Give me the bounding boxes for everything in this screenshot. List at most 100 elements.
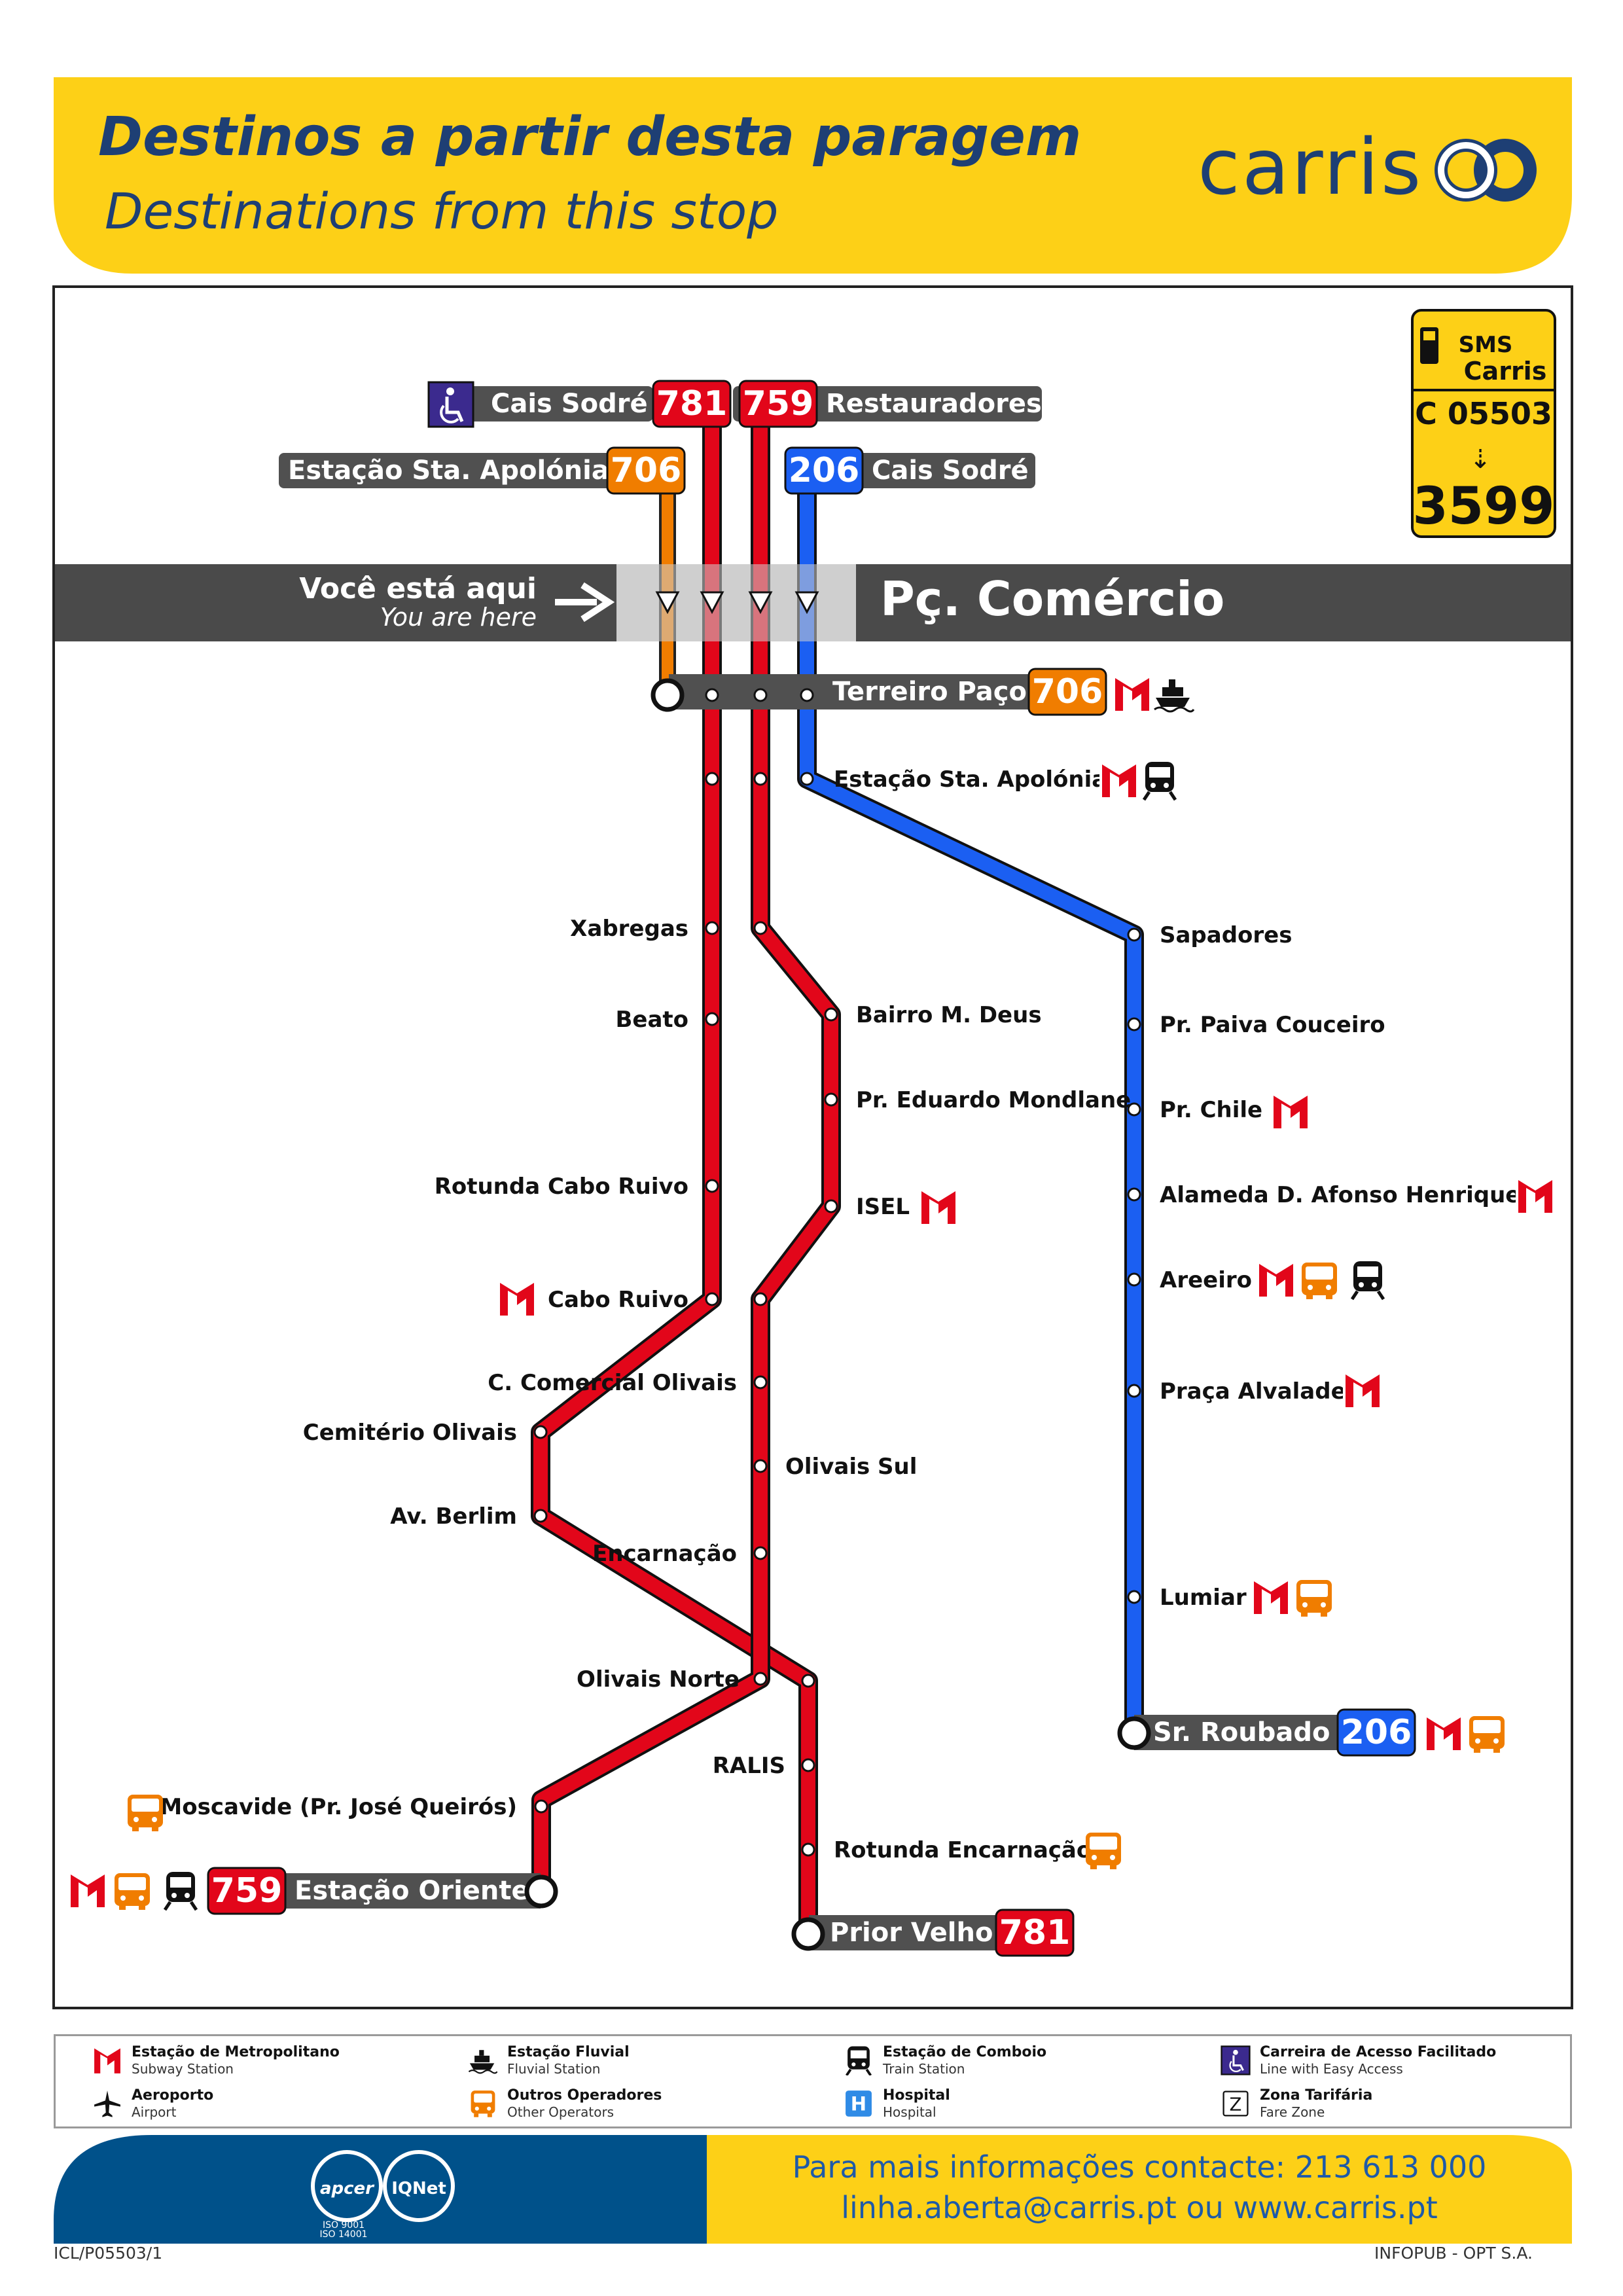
stop-sta-apolonia: Estação Sta. Apolónia	[834, 766, 1107, 793]
stop-encarnacao: Encarnação	[592, 1541, 737, 1567]
bus-icon	[1469, 1716, 1505, 1753]
stop-rotunda-cabo-ruivo: Rotunda Cabo Ruivo	[435, 1174, 688, 1200]
svg-text:Prior Velho: Prior Velho	[830, 1918, 993, 1948]
header-banner	[54, 77, 1572, 274]
terminus-terreiro-paco: Terreiro Paço 706	[669, 668, 1107, 716]
contact-info: Para mais informações contacte: 213 613 …	[707, 2147, 1572, 2228]
stop-cabo-ruivo: Cabo Ruivo	[548, 1287, 688, 1313]
airplane-icon	[94, 2090, 120, 2117]
title-portuguese: Destinos a partir desta paragem	[98, 106, 1082, 168]
metro-icon	[1343, 1371, 1382, 1410]
sms-stop-code: C 05503	[1415, 396, 1552, 431]
print-credit: INFOPUB - OPT S.A.	[1374, 2244, 1533, 2263]
bus-icon	[115, 1873, 150, 1910]
terminus-prior-velho: Prior Velho 781	[809, 1909, 1075, 1957]
stop-beato: Beato	[615, 1007, 688, 1033]
terminus-markers	[524, 678, 1151, 1951]
bus-icon	[471, 2090, 495, 2117]
stop-dots	[533, 688, 1141, 1857]
svg-text:Cais Sodré: Cais Sodré	[872, 456, 1029, 486]
stop-areeiro: Areeiro	[1160, 1267, 1252, 1293]
sms-number: 3599	[1412, 477, 1554, 536]
svg-text:Estação Sta. Apolónia: Estação Sta. Apolónia	[288, 456, 609, 486]
bus-icon	[128, 1795, 163, 1831]
svg-text:Estação Oriente: Estação Oriente	[294, 1876, 529, 1906]
svg-text:206: 206	[1341, 1713, 1412, 1752]
metro-icon	[1516, 1176, 1555, 1215]
route-759-badge: 759	[743, 384, 814, 423]
metro-icon	[919, 1187, 958, 1227]
destination-759: 759 Restauradores	[733, 380, 1042, 428]
svg-text:Z: Z	[1230, 2094, 1242, 2115]
iqnet-logo: IQNet	[391, 2179, 446, 2198]
stop-xabregas: Xabregas	[570, 916, 688, 942]
terminus-sr-roubado: Sr. Roubado 206	[1134, 1708, 1416, 1757]
route-diagram: SMS Carris C 05503 ⇣ 3599	[52, 285, 1573, 2009]
sms-panel: SMS Carris C 05503 ⇣ 3599	[1411, 309, 1556, 538]
stop-praca-alvalade: Praça Alvalade	[1160, 1378, 1346, 1405]
ferry-icon	[468, 2050, 498, 2074]
stop-paiva-couceiro: Pr. Paiva Couceiro	[1160, 1012, 1385, 1038]
stop-ralis: RALIS	[713, 1753, 785, 1779]
metro-icon	[1099, 761, 1139, 800]
contact-web[interactable]: linha.aberta@carris.pt ou www.carris.pt	[841, 2190, 1438, 2225]
metro-icon	[1424, 1713, 1463, 1753]
svg-text:706: 706	[1032, 672, 1103, 711]
destination-206: 206 Cais Sodré	[784, 446, 1035, 495]
sms-carris-label: Carris	[1464, 357, 1547, 386]
route-706-badge: 706	[611, 451, 682, 490]
stop-eduardo-mondlane: Pr. Eduardo Mondlane	[856, 1087, 1131, 1113]
stop-rotunda-encarnacao: Rotunda Encarnação	[834, 1837, 1092, 1863]
you-are-here-pt: Você está aqui	[299, 572, 537, 605]
destination-781: Cais Sodré 781	[427, 380, 732, 428]
mobile-phone-icon	[1420, 327, 1438, 364]
stop-cemiterio-olivais: Cemitério Olivais	[303, 1420, 517, 1446]
bus-icon	[1086, 1833, 1121, 1869]
metro-icon	[94, 2048, 120, 2073]
arrow-right-icon	[555, 582, 615, 622]
stop-afonso-henriques: Alameda D. Afonso Henriques	[1160, 1182, 1534, 1208]
footer-yellow-panel	[707, 2135, 1572, 2244]
svg-text:781: 781	[999, 1913, 1071, 1952]
stop-olivais-norte: Olivais Norte	[577, 1666, 740, 1693]
carris-wordmark: carris	[1198, 122, 1423, 212]
fare-zone-icon: Z	[1222, 2090, 1249, 2117]
hospital-icon: H	[846, 2090, 872, 2117]
stop-chile: Pr. Chile	[1160, 1097, 1262, 1123]
wheelchair-icon	[427, 381, 474, 428]
destination-706: Estação Sta. Apolónia 706	[279, 446, 686, 495]
iso-9001: ISO 9001	[323, 2220, 365, 2231]
stop-sapadores: Sapadores	[1160, 922, 1292, 948]
bus-icon	[1302, 1263, 1337, 1299]
sms-label: SMS	[1459, 332, 1513, 358]
svg-text:Cais Sodré: Cais Sodré	[491, 389, 648, 419]
direction-markers	[655, 591, 819, 615]
you-are-here-en: You are here	[380, 603, 537, 632]
current-stop-name: Pç. Comércio	[880, 571, 1224, 626]
stop-isel: ISEL	[856, 1194, 910, 1220]
svg-text:Terreiro Paço: Terreiro Paço	[832, 677, 1027, 707]
stop-av-berlim: Av. Berlim	[390, 1503, 517, 1530]
svg-text:Sr. Roubado: Sr. Roubado	[1153, 1717, 1330, 1748]
svg-text:Restauradores: Restauradores	[826, 389, 1042, 419]
terminus-estacao-oriente: 759 Estação Oriente	[207, 1867, 541, 1915]
metro-icon	[1271, 1092, 1310, 1131]
svg-text:H: H	[851, 2093, 866, 2115]
stop-lumiar: Lumiar	[1160, 1585, 1247, 1611]
metro-icon	[1251, 1577, 1291, 1617]
metro-icon	[1257, 1260, 1296, 1299]
route-781-line	[531, 419, 818, 1934]
title-english: Destinations from this stop	[105, 182, 779, 240]
stop-moscavide: Moscavide (Pr. José Queirós)	[160, 1794, 517, 1820]
certification-logos: apcer IQNet ISO 9001 ISO 14001	[311, 2150, 455, 2238]
svg-text:759: 759	[211, 1871, 283, 1910]
